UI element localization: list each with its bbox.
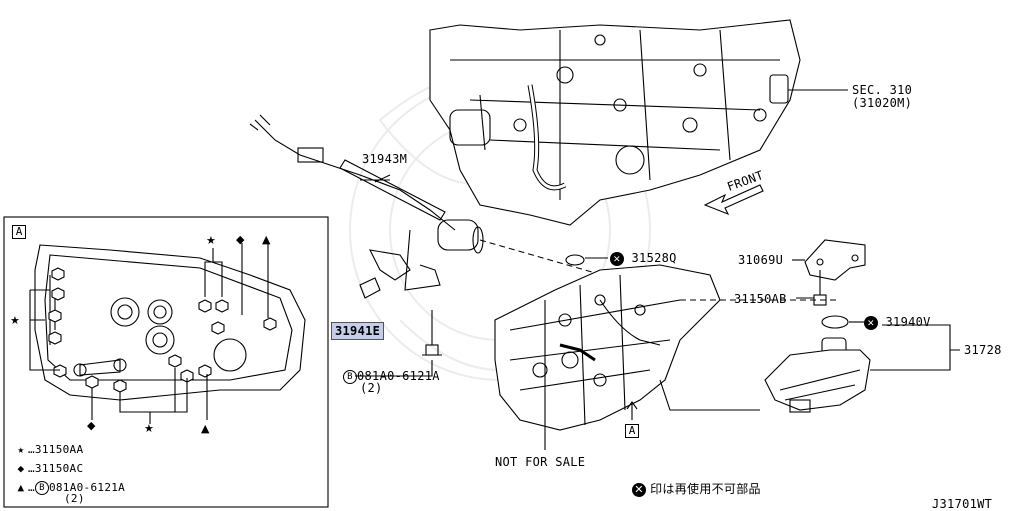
oring-31528q [565,254,585,266]
inset-symbols: ★ ◆ ▲ ★ ◆ ★ ▲ [10,233,271,435]
diamond-icon: ◆ [17,462,25,475]
legend-triangle-qty: (2) [64,492,85,505]
bolt-b-icon: B [34,481,49,495]
bolt-b-icon: B [343,369,357,384]
sec-ref-line1[interactable]: SEC. 310 [852,83,913,97]
part-31940v-text: 31940V [885,315,931,329]
triangle-icon: ▲ [17,481,25,494]
bracket-31069u [804,239,866,281]
part-31150ab-label[interactable]: 31150AB [734,292,787,306]
bolt-081a0 [422,310,442,356]
part-31069u-label[interactable]: 31069U [738,253,784,267]
box-a-marker-main[interactable]: A [625,424,639,438]
non-reusable-icon: ✕ [864,315,878,330]
part-31941e-label[interactable]: 31941E [331,322,385,340]
non-reusable-icon: ✕ [632,482,646,497]
legend-triangle-dots: … [28,481,35,494]
legend-diamond-text: …31150AC [28,462,84,475]
bolt-code: 081A0-6121A [357,369,440,383]
star-symbol-bottom: ★ [144,422,154,435]
part-31528q-text: 31528Q [631,251,677,265]
not-for-sale-label: NOT FOR SALE [495,455,586,469]
star-symbol-top: ★ [206,234,216,247]
non-reusable-icon: ✕ [610,251,624,266]
inset-box-a [3,216,329,508]
part-31940v-label[interactable]: ✕ 31940V [864,315,931,330]
diamond-symbol-top: ◆ [236,233,245,246]
triangle-symbol-bottom: ▲ [201,422,210,435]
diagram-code: J31701WT [932,497,993,511]
part-31728-label[interactable]: 31728 [964,343,1002,357]
part-31528q-label[interactable]: ✕ 31528Q [610,251,677,266]
legend-star: ★…31150AA [14,443,84,457]
legend-diamond: ◆…31150AC [14,462,84,476]
part-31943m-label[interactable]: 31943M [362,152,408,166]
reuse-note: ✕ 印は再使用不可部品 [632,482,761,497]
front-arrow [703,184,764,216]
strainer-31728 [764,337,871,413]
box-a-marker-inset: A [12,225,26,239]
star-icon: ★ [17,443,25,456]
diamond-symbol-bottom: ◆ [87,419,96,432]
oring-31940v [821,315,849,329]
triangle-symbol-top: ▲ [262,233,271,246]
bolt-qty: (2) [360,381,383,395]
control-valve-body [494,264,721,431]
star-symbol-left: ★ [10,314,20,327]
bolt-31150ab [813,270,827,306]
legend-triangle-code: 081A0-6121A [48,481,126,494]
sec-ref-line2: (31020M) [852,96,913,110]
legend-star-text: …31150AA [28,443,84,456]
harness-31943m [249,114,484,299]
transmission-case [429,19,801,226]
reuse-note-text: 印は再使用不可部品 [650,482,761,496]
